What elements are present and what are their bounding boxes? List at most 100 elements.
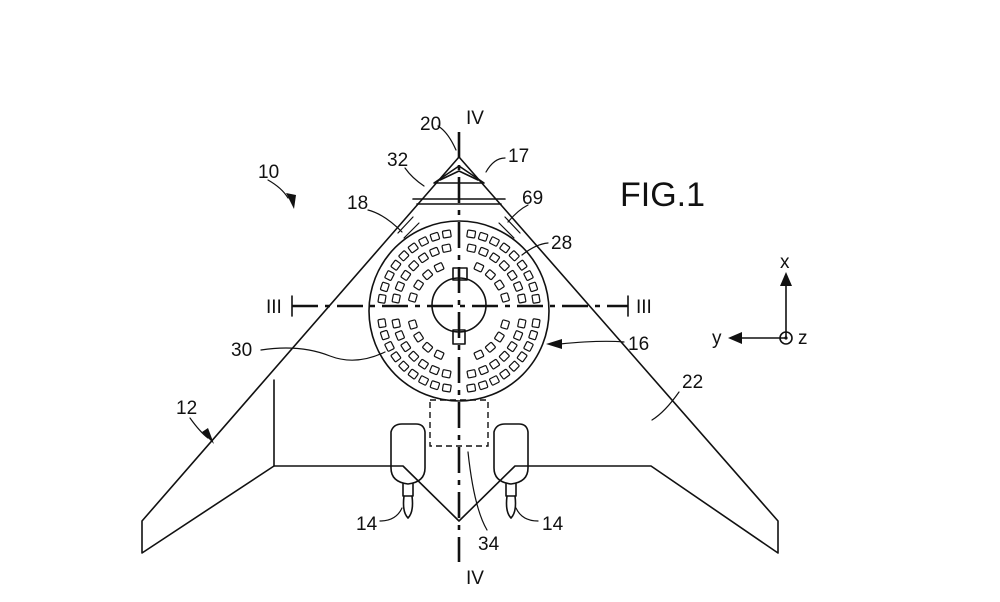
- seat: [489, 236, 500, 247]
- ref-34: 34: [478, 534, 500, 555]
- leader-20: [437, 125, 457, 151]
- seat: [478, 246, 489, 257]
- ref-32: 32: [387, 150, 408, 171]
- seat: [500, 292, 510, 303]
- seat: [489, 375, 500, 386]
- seat: [516, 351, 528, 363]
- ref-69: 69: [522, 188, 543, 209]
- y-axis-arrowhead: [728, 332, 742, 344]
- seat: [400, 269, 412, 281]
- seat: [413, 279, 424, 291]
- leader-14-left: [379, 507, 403, 522]
- cabin-seats: [377, 229, 541, 393]
- left-engine-pylon: [402, 483, 414, 497]
- seat: [494, 331, 505, 343]
- z-axis-dot: [784, 336, 788, 340]
- seat: [531, 293, 541, 304]
- leader-14-right: [515, 507, 539, 522]
- seat: [384, 341, 395, 352]
- leader-16: [559, 340, 625, 345]
- seat: [441, 243, 452, 253]
- leader-32: [404, 167, 425, 187]
- seat: [394, 330, 405, 341]
- leader-16-arrow: [546, 339, 562, 349]
- seat: [398, 360, 410, 372]
- seat: [390, 351, 402, 363]
- seat: [429, 365, 440, 376]
- ref-20: 20: [420, 114, 441, 135]
- seat: [489, 252, 501, 264]
- seat: [477, 231, 489, 242]
- wing-outline: [141, 156, 779, 554]
- seat: [506, 269, 518, 281]
- seat: [408, 292, 418, 303]
- seat: [508, 360, 520, 372]
- ref-14-left: 14: [356, 514, 378, 535]
- seat: [528, 329, 539, 341]
- leader-12-arrow: [202, 428, 214, 444]
- seat: [429, 231, 441, 242]
- seat: [441, 383, 452, 393]
- seat: [478, 365, 489, 376]
- seat: [384, 270, 395, 281]
- leader-10: [267, 179, 289, 199]
- axis-label-x: x: [780, 252, 790, 273]
- seat: [441, 229, 452, 239]
- seat: [377, 318, 387, 329]
- seat: [466, 369, 477, 379]
- seat: [422, 269, 434, 281]
- leader-12: [189, 417, 209, 439]
- right-engine-nozzle: [505, 495, 517, 519]
- seat: [498, 260, 510, 272]
- seat: [513, 281, 524, 292]
- leader-28: [521, 242, 549, 256]
- seat: [407, 368, 419, 380]
- seat: [516, 259, 528, 271]
- right-engine: [493, 423, 529, 485]
- seat: [433, 349, 445, 360]
- ref-16: 16: [628, 334, 649, 355]
- x-axis-arrowhead: [780, 272, 792, 286]
- right-engine-pylon: [505, 483, 517, 497]
- leader-10-arrow: [286, 193, 296, 209]
- left-engine: [390, 423, 426, 485]
- seat: [429, 380, 441, 391]
- seat: [466, 383, 477, 393]
- seat: [517, 318, 527, 329]
- seat: [506, 341, 518, 353]
- ref-22: 22: [682, 372, 703, 393]
- seat: [407, 242, 419, 254]
- seat: [523, 341, 534, 352]
- seat: [517, 293, 527, 304]
- seat: [484, 269, 496, 281]
- ref-18: 18: [347, 193, 368, 214]
- seat: [400, 341, 412, 353]
- seat: [513, 330, 524, 341]
- cabin-outer-wall: [368, 220, 550, 402]
- door-left-inner: [403, 222, 420, 239]
- seat: [433, 262, 445, 273]
- seat: [499, 242, 511, 254]
- section-label-right: III: [636, 297, 652, 318]
- seat: [408, 350, 420, 362]
- seat: [500, 319, 510, 330]
- axis-label-y: y: [712, 328, 722, 349]
- ref-17: 17: [508, 146, 529, 167]
- seat: [417, 252, 429, 264]
- seat: [422, 341, 434, 353]
- seat: [377, 293, 387, 304]
- seat: [466, 243, 477, 253]
- seat: [379, 281, 390, 293]
- seat: [477, 380, 489, 391]
- seat: [429, 246, 440, 257]
- seat: [391, 318, 401, 329]
- leader-18: [367, 209, 403, 233]
- axis-label-z: z: [798, 328, 808, 349]
- seat: [418, 375, 429, 386]
- seat: [418, 236, 429, 247]
- seat: [466, 229, 477, 239]
- leader-34: [467, 451, 488, 531]
- seat: [408, 260, 420, 272]
